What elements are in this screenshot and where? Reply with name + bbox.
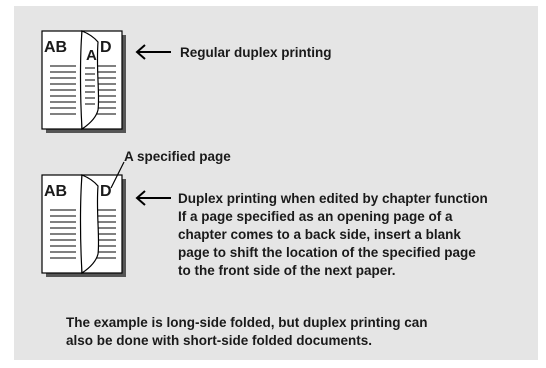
chapter-description-line: chapter comes to a back side, insert a b… [178,227,461,242]
blank-turning-page [79,174,100,275]
regular-duplex-label: Regular duplex printing [180,45,332,60]
right-page-letters: D [100,183,112,200]
chapter-description-line: to the front side of the next paper. [178,263,396,278]
left-page-letters: AB [44,183,67,200]
left-page [41,30,83,130]
callout-leader-line [110,161,125,189]
chapter-description-line: If a page specified as an opening page o… [178,209,453,224]
left-arrow-icon [135,190,171,206]
right-page-letters: D [100,39,112,56]
left-page-text-lines [50,65,76,115]
turning-page-letter: A [86,47,97,64]
turning-page-lines [85,67,95,105]
booklet-chapter-duplex: AB D [41,174,126,277]
specified-page-label: A specified page [124,149,231,164]
left-arrow-icon [135,44,171,60]
chapter-function-title: Duplex printing when edited by chapter f… [178,191,488,206]
right-page-text-lines [96,209,116,259]
booklet-regular-duplex: AB D A [41,30,126,133]
left-page-text-lines [50,209,76,259]
note-line: The example is long-side folded, but dup… [66,315,428,330]
note-line: also be done with short-side folded docu… [66,333,373,348]
right-page-text-lines [96,65,116,115]
chapter-description-line: page to shift the location of the specif… [178,245,476,260]
left-page-letters: AB [44,39,67,56]
